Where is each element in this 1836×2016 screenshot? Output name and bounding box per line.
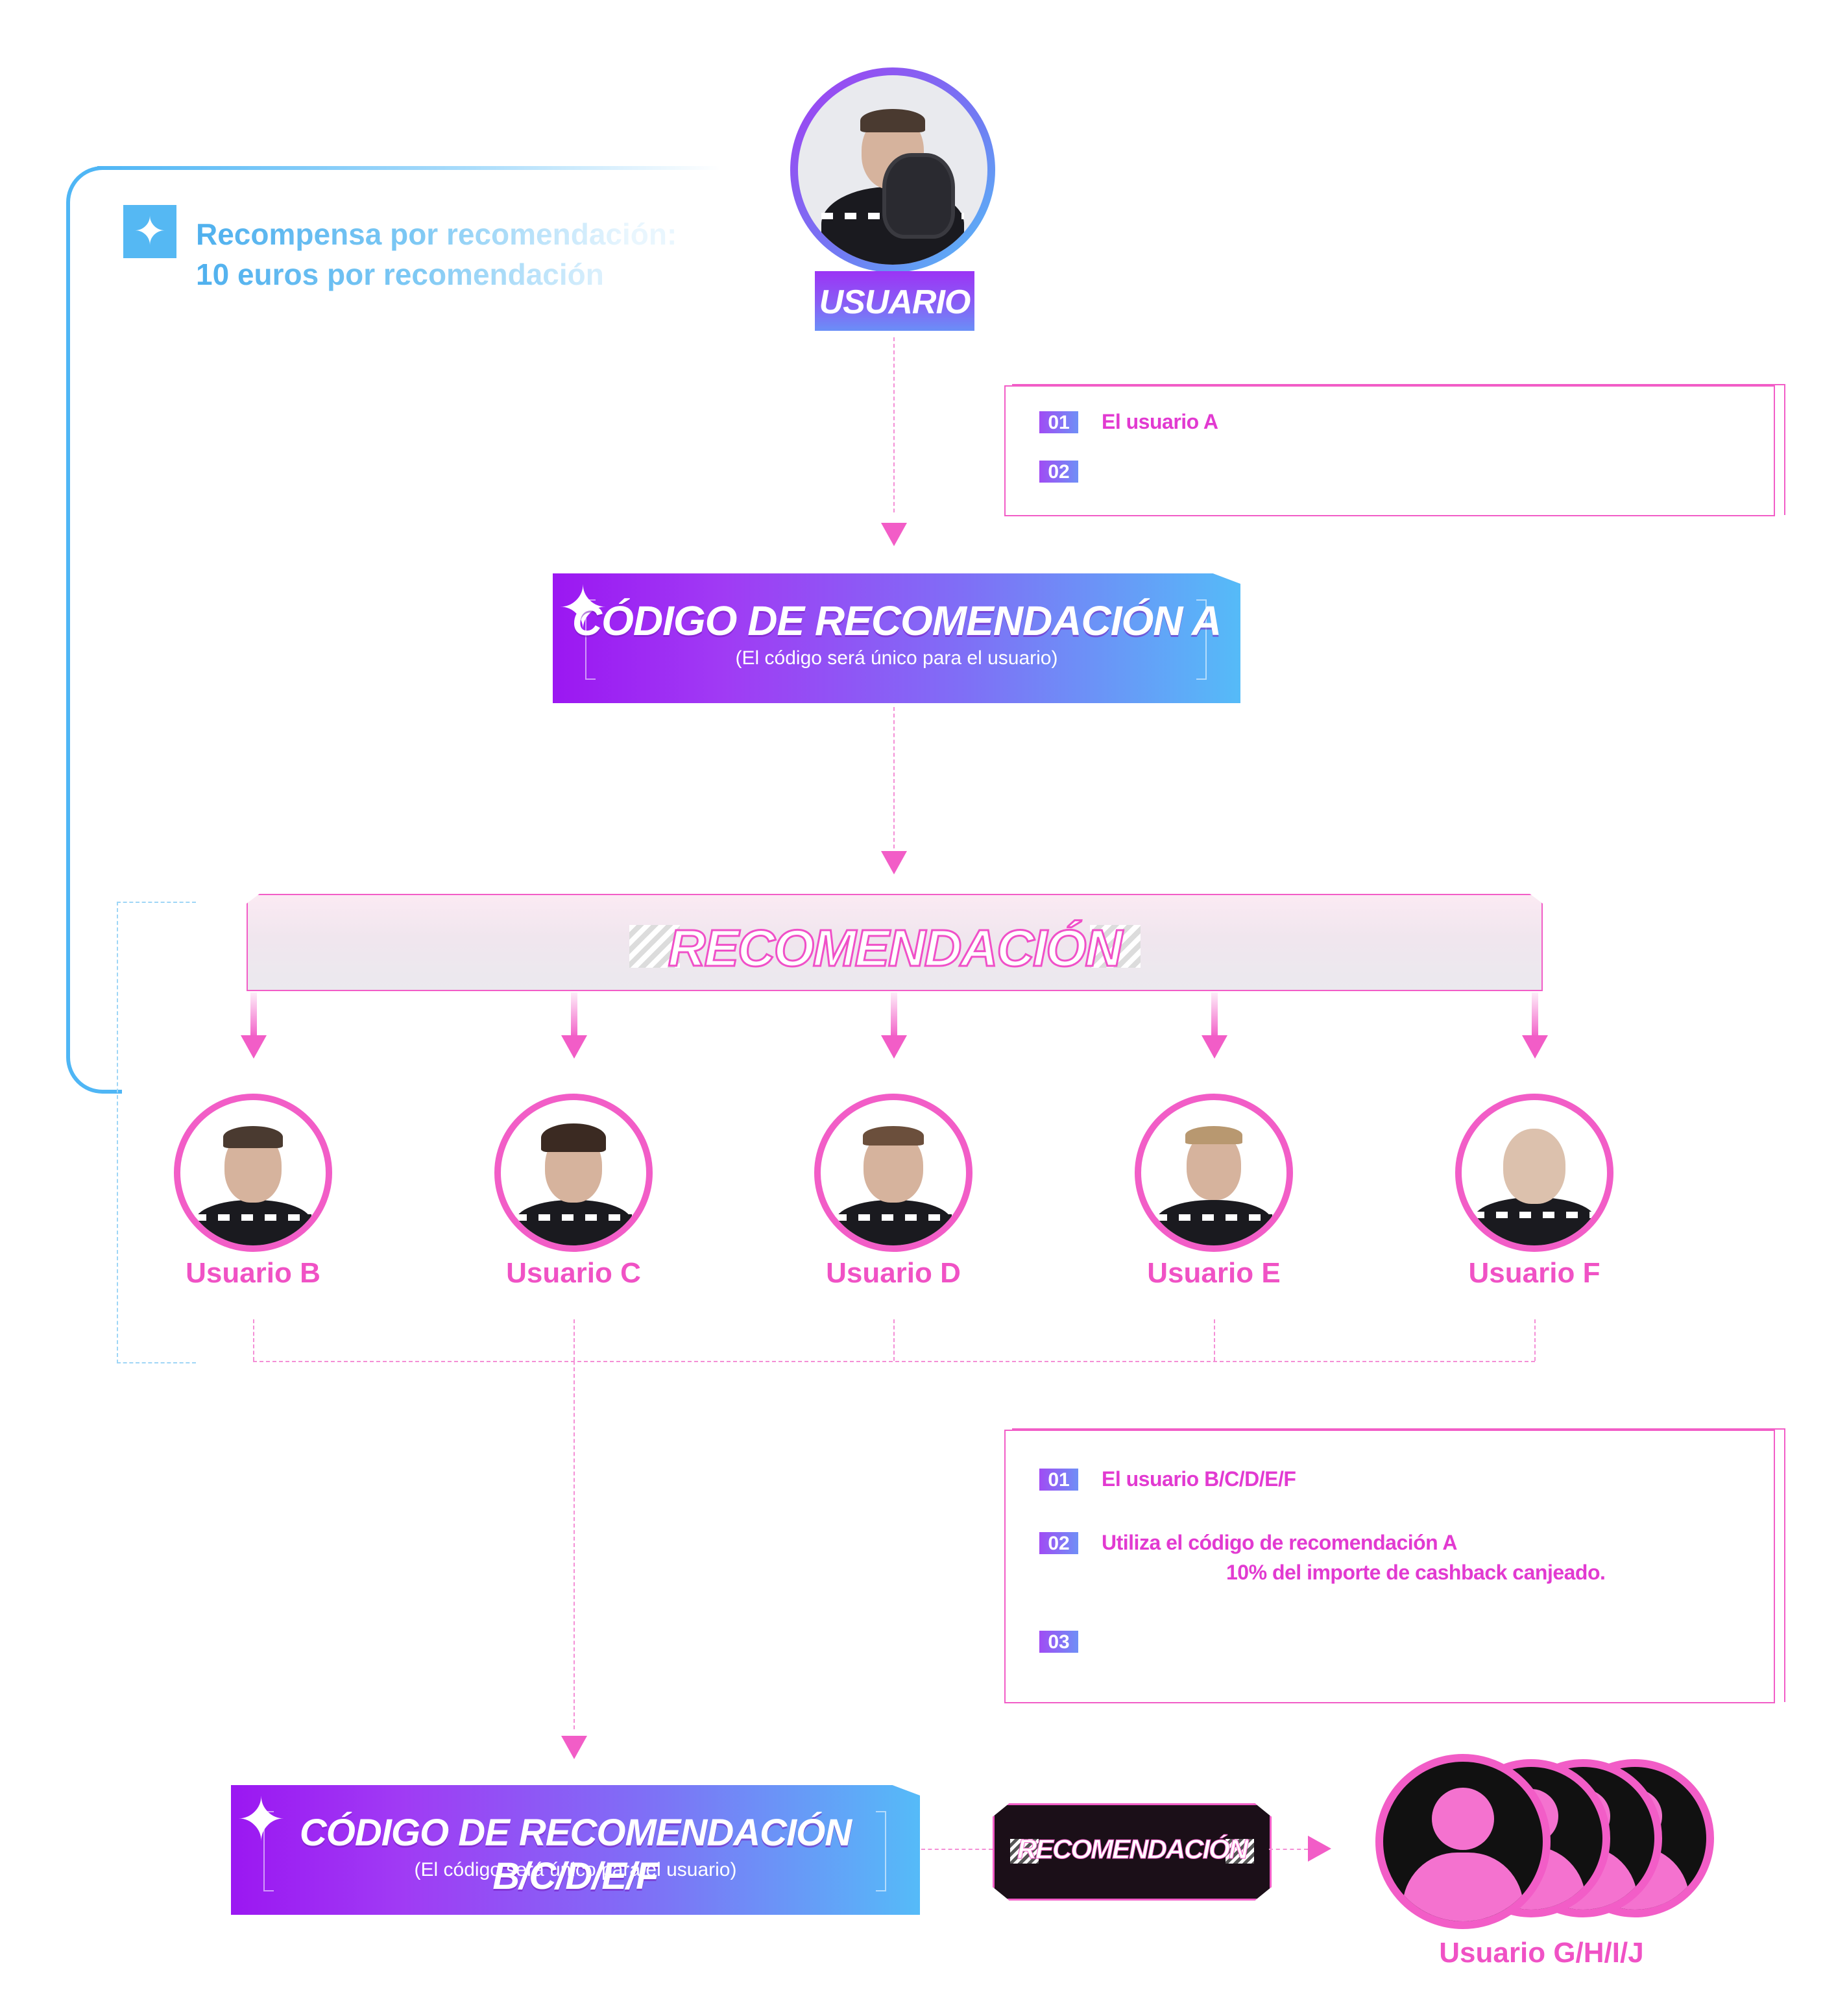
user-b-avatar [174,1094,332,1252]
step-number: 02 [1039,461,1078,483]
sparkle-icon: ✦ [236,1787,287,1853]
reward-bracket-top-line [97,166,720,170]
hatch-decoration [1226,1839,1254,1864]
group-label: Usuario G/H/I/J [1439,1937,1644,1969]
arrow-down-icon [241,1035,267,1059]
recommendation-badge-label: RECOMENDACIÓN [1017,1834,1248,1865]
arrow-down-icon [1522,1035,1548,1059]
reward-bracket-bottom-corner [66,1053,122,1094]
hatch-decoration [629,925,680,968]
collector-line [574,1319,575,1361]
user-d-avatar [814,1094,972,1252]
step-text-continued: 10% del importe de cashback canjeado. [1226,1561,1606,1584]
reward-line-1: Recompensa por recomendación: [196,217,677,251]
user-b-label: Usuario B [186,1257,320,1289]
arrow-shaft [1532,992,1538,1038]
code-a-subtitle: (El código será único para el usuario) [735,647,1058,669]
user-a-avatar [790,67,995,272]
users-group-bracket [117,902,196,1363]
collector-line [253,1361,1535,1362]
reward-line-2: 10 euros por recomendación [196,258,604,291]
info-box-2-frame [1012,1428,1785,1702]
info-box-1-frame [1012,384,1785,515]
arrow-down-icon [881,1035,907,1059]
user-f-label: Usuario F [1468,1257,1600,1289]
user-f-avatar [1455,1094,1613,1252]
collector-line [253,1319,254,1361]
user-d-label: Usuario D [826,1257,961,1289]
arrow-shaft [250,992,257,1038]
reward-bracket-side [66,202,70,1055]
user-c-label: Usuario C [506,1257,641,1289]
code-bcdef-subtitle: (El código será único para el usuario) [414,1859,737,1880]
step-number: 02 [1039,1532,1078,1554]
step-text: El usuario A [1102,410,1218,433]
arrow-right-icon [1308,1836,1331,1862]
arrow-shaft [891,992,897,1038]
sparkle-icon: ✦ [123,205,176,258]
bracket-left [263,1811,274,1891]
step-text: Utiliza el código de recomendación A [1102,1531,1458,1554]
arrow-down-icon [561,1035,587,1059]
recommendation-bar: RECOMENDACIÓN [247,894,1543,991]
sparkle-icon: ✦ [558,575,609,642]
step-text: El usuario B/C/D/E/F [1102,1467,1296,1491]
code-bcdef-title: CÓDIGO DE RECOMENDACIÓN B/C/D/E/F [299,1812,852,1897]
user-icon [1375,1754,1551,1929]
user-c-avatar [494,1094,653,1252]
connector-code-badge [921,1849,993,1850]
hatch-decoration [1010,1839,1039,1864]
collector-line [1214,1319,1215,1361]
arrow-down-icon [561,1736,587,1759]
connector-code-rec [893,707,895,848]
headphones-icon [882,153,955,239]
bracket-right [876,1811,886,1891]
bracket-left [585,599,596,680]
user-e-avatar [1135,1094,1293,1252]
arrow-down-icon [1202,1035,1227,1059]
connector-a-code [893,337,895,512]
user-e-label: Usuario E [1147,1257,1281,1289]
step-number: 01 [1039,411,1078,433]
code-a-banner: ✦ CÓDIGO DE RECOMENDACIÓN A (El código s… [553,573,1240,703]
code-a-title: CÓDIGO DE RECOMENDACIÓN A [572,597,1222,644]
collector-line [893,1319,895,1361]
arrow-down-icon [881,523,907,546]
arrow-shaft [1211,992,1218,1038]
collector-line [1534,1319,1536,1361]
bracket-right [1196,599,1207,680]
arrow-shaft [571,992,577,1038]
connector-badge-group [1269,1849,1308,1850]
code-bcdef-banner: ✦ CÓDIGO DE RECOMENDACIÓN B/C/D/E/F (El … [231,1785,920,1915]
step-number: 01 [1039,1469,1078,1491]
user-a-label: USUARIO A [815,271,974,383]
connector-users-code [574,1361,575,1729]
reward-text: Recompensa por recomendación: 10 euros p… [196,214,677,294]
reward-bracket-top-corner [66,166,106,206]
step-number: 03 [1039,1631,1078,1653]
hatch-decoration [1090,925,1141,968]
arrow-down-icon [881,851,907,874]
info-box-1: 01 El usuario A 02 [1004,385,1775,516]
info-box-2: 01 El usuario B/C/D/E/F 02 Utiliza el có… [1004,1430,1775,1703]
recommendation-badge: RECOMENDACIÓN [993,1803,1272,1901]
recommendation-title: RECOMENDACIÓN [667,918,1123,978]
